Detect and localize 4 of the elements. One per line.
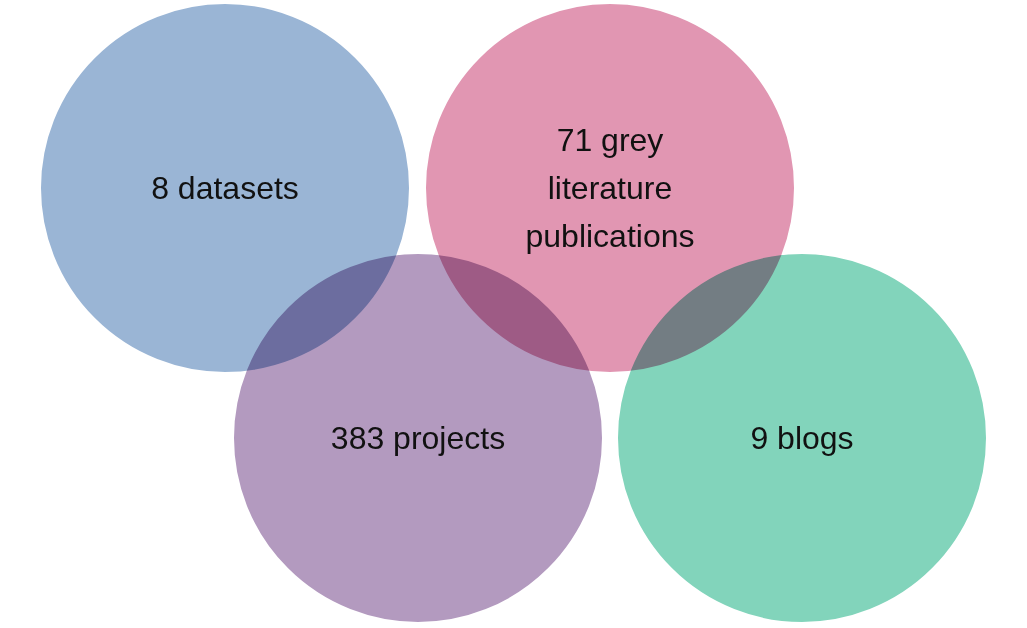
circle-label: 71 grey literature publications	[524, 121, 696, 256]
circle-label: 383 projects	[330, 419, 506, 458]
circle-label: 8 datasets	[151, 169, 299, 208]
circle-label: 9 blogs	[750, 419, 854, 458]
